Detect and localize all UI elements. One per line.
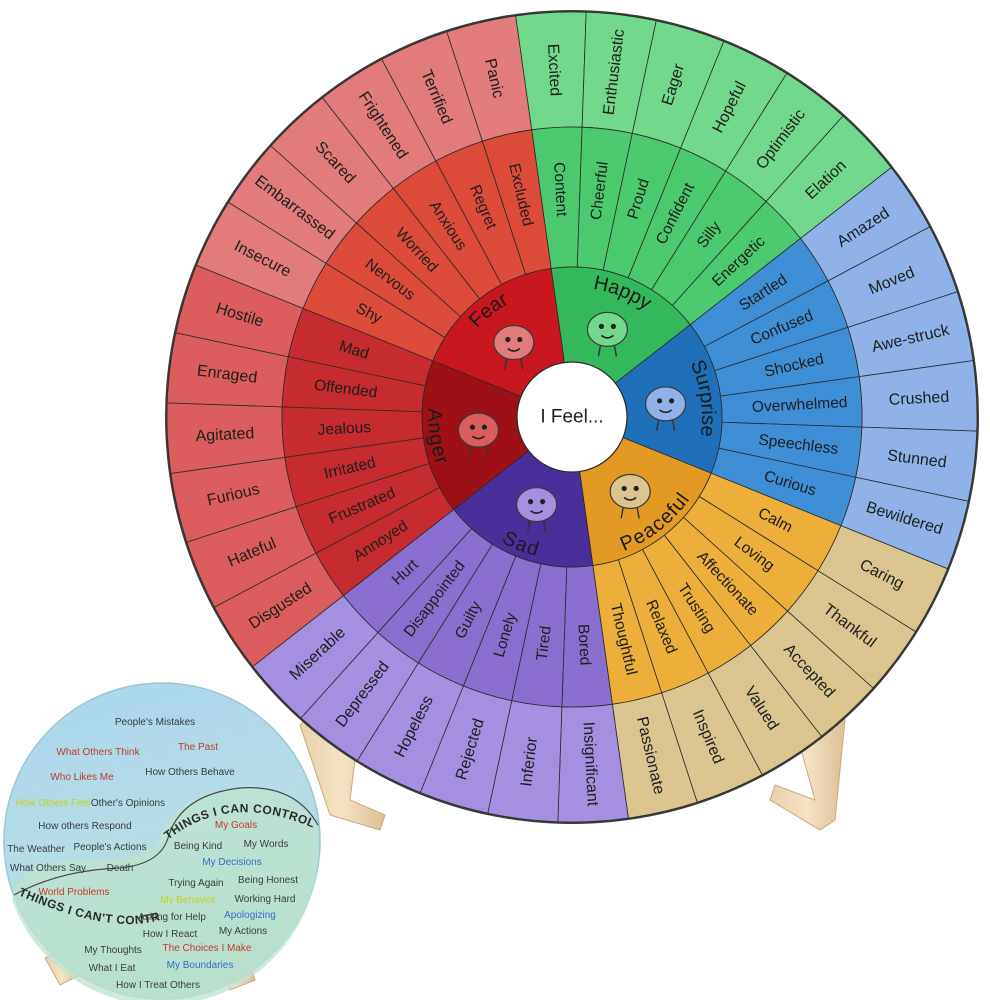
- peaceful-face-icon: [609, 473, 651, 519]
- center-hub: [516, 361, 628, 473]
- cant-control-item: People's Actions: [73, 842, 146, 853]
- cant-control-item: Death: [107, 863, 134, 874]
- can-control-item: Asking for Help: [138, 912, 206, 923]
- can-control-item: What I Eat: [89, 963, 136, 974]
- outer-feeling-sad: Inferior: [518, 735, 541, 787]
- can-control-item: How I Treat Others: [116, 980, 200, 991]
- cant-control-item: How Others Behave: [145, 767, 235, 778]
- cant-control-item: What Others Think: [56, 747, 140, 758]
- center-label: I Feel...: [540, 407, 603, 428]
- outer-feeling-anger: Agitated: [195, 425, 255, 445]
- cant-control-item: What Others Say: [10, 863, 86, 874]
- cant-control-item: Other's Opinions: [91, 798, 165, 809]
- middle-feeling-sad: Tired: [534, 625, 555, 662]
- can-control-region: [12, 788, 319, 1000]
- happy-face-icon: [586, 311, 629, 357]
- can-control-item: Trying Again: [168, 878, 223, 889]
- cant-control-item: World Problems: [39, 887, 110, 898]
- can-control-item: My Thoughts: [84, 945, 142, 956]
- cant-control-item: The Past: [178, 742, 218, 753]
- cant-control-item: The Weather: [7, 844, 65, 855]
- outer-feeling-happy: Excited: [544, 43, 564, 96]
- can-control-item: Being Honest: [238, 875, 298, 886]
- can-control-item: Apologizing: [224, 910, 276, 921]
- can-control-item: The Choices I Make: [163, 943, 252, 954]
- middle-feeling-surprise: Overwhelmed: [751, 394, 847, 416]
- cant-control-item: Who Likes Me: [50, 772, 114, 783]
- cant-control-item: How others Respond: [38, 821, 131, 832]
- can-control-item: Working Hard: [235, 894, 296, 905]
- middle-feeling-happy: Content: [550, 162, 570, 218]
- can-control-item: Being Kind: [174, 841, 222, 852]
- cant-control-item: How Others Feel: [15, 798, 90, 809]
- fear-face-icon: [493, 324, 535, 370]
- can-control-item: My Actions: [219, 926, 267, 937]
- can-control-item: My Goals: [215, 820, 257, 831]
- cant-control-item: People's Mistakes: [115, 717, 195, 728]
- can-control-item: My Decisions: [202, 857, 261, 868]
- surprise-face-icon: [644, 386, 687, 431]
- can-control-item: My Words: [244, 839, 289, 850]
- sad-face-icon: [515, 487, 558, 532]
- can-control-item: My Behavior: [160, 895, 216, 906]
- middle-feeling-sad: Bored: [574, 624, 593, 666]
- anger-face-icon: [457, 412, 500, 458]
- outer-feeling-surprise: Crushed: [888, 389, 949, 409]
- divider-line: [13, 787, 319, 896]
- can-control-item: How I React: [143, 929, 198, 940]
- can-control-item: My Boundaries: [167, 960, 234, 971]
- outer-feeling-sad: Insignificant: [579, 721, 600, 807]
- middle-feeling-anger: Jealous: [317, 419, 371, 439]
